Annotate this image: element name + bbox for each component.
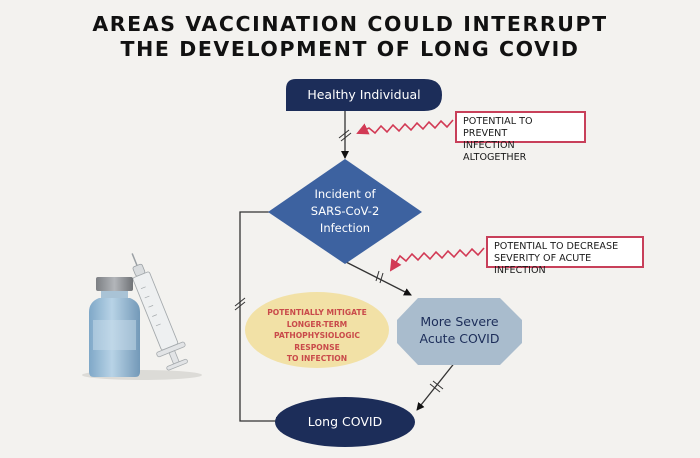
zigzag-arrow-decrease — [389, 247, 485, 272]
long-covid-label: Long COVID — [307, 414, 383, 429]
mitigate-line-1: POTENTIALLY MITIGATE — [267, 308, 367, 317]
infection-diamond-node — [268, 159, 422, 264]
mitigate-label: POTENTIALLY MITIGATE LONGER-TERM PATHOPH… — [250, 307, 384, 365]
mitigate-line-4: TO INFECTION — [286, 354, 348, 363]
long-covid-node — [275, 397, 415, 447]
severe-acute-covid-label: More Severe Acute COVID — [397, 313, 522, 347]
callout-prevent-line-1: POTENTIAL TO PREVENT — [463, 116, 533, 139]
connector-severe-to-longcovid — [416, 360, 457, 411]
vaccine-vial-and-syringe-icon — [82, 253, 202, 380]
infection-label-line-2: SARS-CoV-2 — [310, 204, 380, 218]
healthy-individual-node — [286, 79, 442, 111]
callout-prevent-infection: POTENTIAL TO PREVENT INFECTION ALTOGETHE… — [455, 111, 586, 163]
callout-decrease-severity: POTENTIAL TO DECREASE SEVERITY OF ACUTE … — [486, 236, 644, 276]
healthy-individual-label: Healthy Individual — [307, 87, 421, 102]
mitigate-line-3: PATHOPHYSIOLOGIC RESPONSE — [274, 331, 360, 352]
connector-infection-to-severe — [345, 261, 412, 296]
connector-infection-to-longcovid — [234, 211, 284, 425]
mitigate-line-2: LONGER-TERM — [286, 319, 348, 329]
callout-prevent-line-2: INFECTION ALTOGETHER — [463, 140, 527, 163]
zigzag-arrow-prevent — [356, 119, 454, 135]
callout-decrease-line-1: POTENTIAL TO DECREASE — [494, 241, 619, 252]
title-line-1: AREAS VACCINATION COULD INTERRUPT — [92, 12, 608, 36]
infection-label-line-3: Infection — [319, 221, 371, 235]
severe-acute-covid-node — [397, 298, 522, 365]
infection-label: Incident of SARS-CoV-2 Infection — [290, 186, 400, 237]
severe-label-line-1: More Severe — [420, 314, 499, 329]
severe-label-line-2: Acute COVID — [419, 331, 500, 346]
title-line-2: THE DEVELOPMENT OF LONG COVID — [120, 37, 580, 61]
callout-decrease-line-2: SEVERITY OF ACUTE INFECTION — [494, 253, 592, 276]
connector-healthy-to-infection — [338, 110, 352, 159]
infection-label-line-1: Incident of — [314, 187, 376, 201]
mitigate-ellipse — [245, 292, 389, 368]
